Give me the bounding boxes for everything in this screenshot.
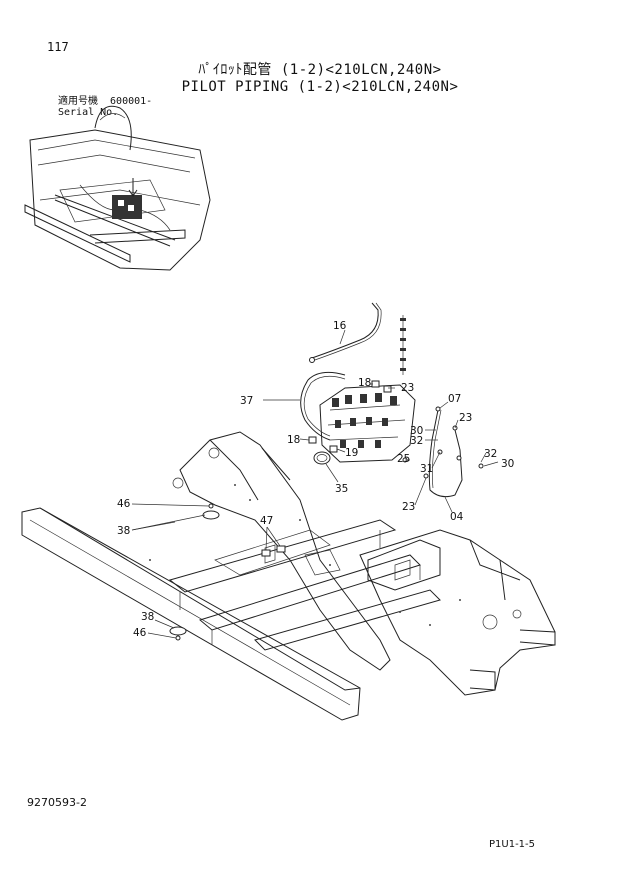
document-number: 9270593-2 <box>27 796 87 809</box>
serial-value: 600001- <box>110 96 153 107</box>
leader-lines <box>131 329 499 639</box>
o-ring-35 <box>313 451 331 465</box>
bolt-46-lower <box>175 635 181 641</box>
callout-46-lower: 46 <box>133 627 147 639</box>
callout-23-bottom: 23 <box>402 501 415 513</box>
callout-04: 04 <box>450 511 464 523</box>
title-english: PILOT PIPING (1-2)<210LCN,240N> <box>181 79 459 95</box>
clamp-47-a <box>261 549 271 557</box>
callout-30-mid: 30 <box>410 425 423 437</box>
callout-31: 31 <box>420 463 433 475</box>
page-code: P1U1-1-5 <box>489 839 536 850</box>
serial-label-jp: 適用号機 600001- <box>58 97 152 107</box>
mount-pad-lower <box>169 626 187 636</box>
hose-16 <box>311 302 379 359</box>
bolt-46-upper <box>208 503 214 509</box>
callout-labels: 16 18 23 37 07 30 23 32 18 19 25 31 32 3… <box>117 320 514 639</box>
callout-18-left: 18 <box>287 434 300 446</box>
title-japanese: ﾊﾟｲﾛｯﾄ配管 (1-2)<210LCN,240N> <box>198 62 442 78</box>
callout-19: 19 <box>345 447 358 459</box>
callout-23-right: 23 <box>459 412 472 424</box>
callout-38-upper: 38 <box>117 525 130 537</box>
serial-label-jp-text: 適用号機 <box>58 96 98 107</box>
page-number: 117 <box>47 40 69 54</box>
mount-pad-upper <box>202 510 220 520</box>
callout-30-right: 30 <box>501 458 514 470</box>
clamp-47-b <box>276 545 286 553</box>
callout-38-lower: 38 <box>141 611 154 623</box>
hose-04-07 <box>428 409 463 498</box>
callout-47: 47 <box>260 515 273 527</box>
pilot-valve-assembly <box>300 302 484 498</box>
callout-32-mid: 32 <box>410 435 423 447</box>
callout-46-upper: 46 <box>117 498 131 510</box>
serial-label-en: Serial No. <box>58 107 119 118</box>
callout-07: 07 <box>448 393 461 405</box>
hose-37 <box>300 371 346 441</box>
callout-25: 25 <box>397 453 410 465</box>
callout-23-top: 23 <box>401 382 414 394</box>
inset-valve-block <box>112 195 142 219</box>
callout-16: 16 <box>333 320 347 332</box>
callout-35: 35 <box>335 483 348 495</box>
callout-32-right: 32 <box>484 448 497 460</box>
main-frame <box>21 431 556 721</box>
callout-37: 37 <box>240 395 253 407</box>
bolt-stack <box>400 315 406 375</box>
callout-18-top: 18 <box>358 377 371 389</box>
machine-overview-inset <box>24 105 211 271</box>
